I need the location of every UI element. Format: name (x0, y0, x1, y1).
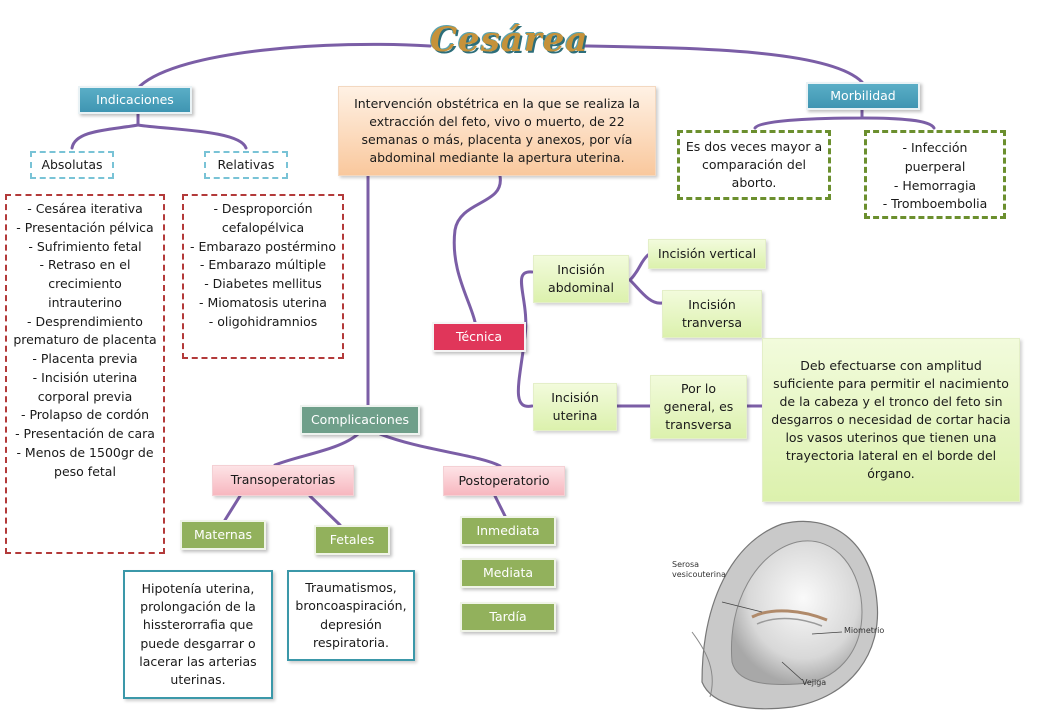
list-item: - Hemorragia (893, 177, 977, 193)
fetales-text-box: Traumatismos, broncoaspiración, depresió… (287, 570, 415, 661)
uterus-drawing (691, 520, 879, 710)
list-item: - Placenta previa (32, 351, 138, 366)
incision-abdominal-node: Incisión abdominal (533, 255, 629, 303)
tecnica-node: Técnica (432, 322, 526, 352)
list-item: - Infección puerperal (902, 140, 968, 174)
list-item: - Menos de 1500gr de peso fetal (16, 444, 154, 479)
list-item: - Embarazo postérmino (190, 238, 336, 254)
list-item: - Embarazo múltiple (199, 257, 327, 273)
list-item: - Tromboembolia (882, 196, 988, 212)
vejiga-label: Vejiga (802, 678, 827, 687)
list-item: - Sufrimiento fetal (28, 238, 142, 254)
page-title: Cesárea (430, 20, 589, 60)
incision-transversa-node: Incisión tranversa (662, 290, 762, 338)
list-item: - Miomatosis uterina (199, 294, 327, 310)
tecnica-note-box: Deb efectuarse con amplitud suficiente p… (762, 338, 1020, 502)
morbilidad-node: Morbilidad (806, 82, 920, 110)
morbilidad-left-box: Es dos veces mayor a comparación del abo… (677, 130, 831, 200)
por-lo-general-node: Por lo general, es transversa (650, 375, 747, 439)
complicaciones-node: Complicaciones (300, 405, 420, 435)
inmediata-node: Inmediata (460, 516, 556, 546)
incision-uterina-node: Incisión uterina (533, 383, 617, 431)
serosa-label: Serosa vesicouterina (672, 560, 726, 579)
mediata-node: Mediata (460, 558, 556, 588)
relativas-node: Relativas (204, 151, 288, 179)
transoperatorias-node: Transoperatorias (212, 465, 354, 496)
indicaciones-node: Indicaciones (78, 86, 192, 114)
miometrio-label: Miometrio (844, 626, 885, 635)
absolutas-list: - Cesárea iterativa - Presentación pélvi… (5, 194, 165, 554)
list-item: - Retraso en el crecimiento intrauterino (39, 257, 131, 310)
absolutas-node: Absolutas (30, 151, 114, 179)
maternas-text-box: Hipotenía uterina, prolongación de la hi… (123, 570, 273, 699)
list-item: - Desproporción cefalopélvica (213, 201, 313, 235)
list-item: - Diabetes mellitus (204, 276, 322, 291)
incision-vertical-node: Incisión vertical (648, 239, 766, 269)
fetales-node: Fetales (314, 525, 390, 555)
list-item: - Presentación de cara (15, 426, 155, 441)
morbilidad-right-box: - Infección puerperal - Hemorragia - Tro… (864, 130, 1006, 219)
list-item: - Desprendimiento prematuro de placenta (13, 313, 157, 348)
list-item: - Cesárea iterativa (27, 201, 143, 216)
postoperatorio-node: Postoperatorio (443, 466, 565, 496)
list-item: - Incisión uterina corporal previa (32, 369, 138, 404)
list-item: - oligohidramnios (208, 313, 318, 329)
list-item: - Presentación pélvica (16, 219, 154, 235)
relativas-list: - Desproporción cefalopélvica - Embarazo… (182, 194, 344, 359)
tardia-node: Tardía (460, 602, 556, 632)
surgical-illustration: Serosa vesicouterina Miometrio Vejiga (662, 512, 902, 712)
definition-box: Intervención obstétrica en la que se rea… (338, 86, 656, 176)
maternas-node: Maternas (180, 520, 266, 550)
list-item: - Prolapso de cordón (20, 407, 150, 423)
